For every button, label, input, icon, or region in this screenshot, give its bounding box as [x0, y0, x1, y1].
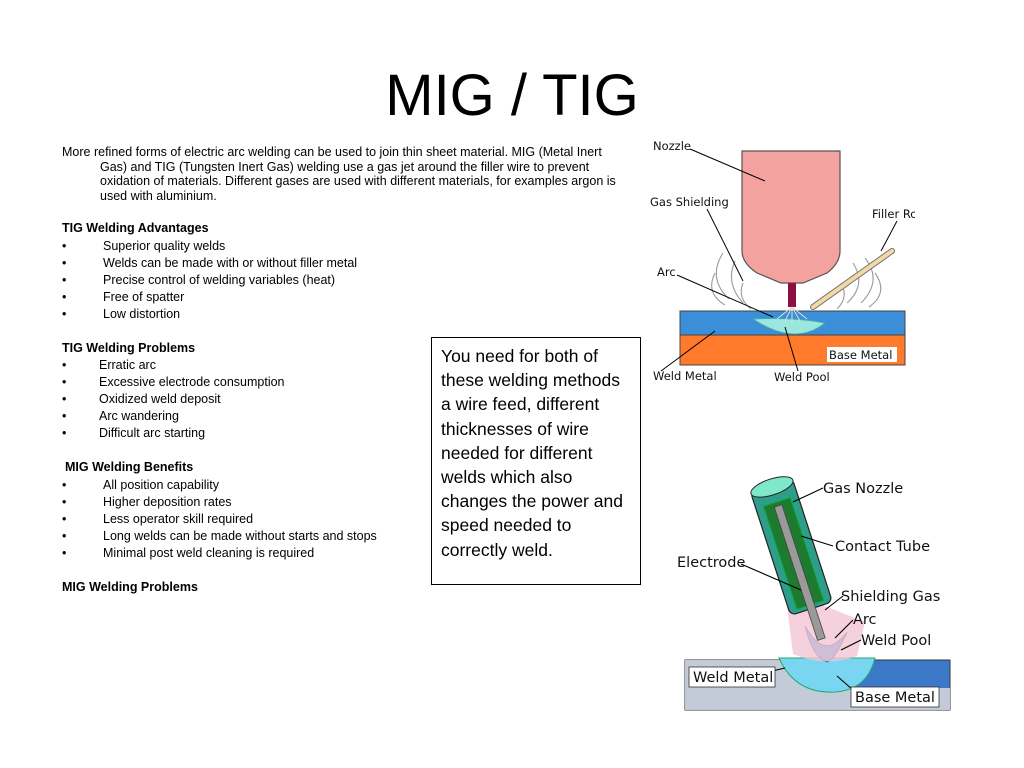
bullet-icon: •: [62, 289, 67, 304]
bullet-icon: •: [62, 494, 67, 509]
tig-filler-rod-fill: [811, 249, 894, 309]
mig-gas-nozzle-top: [750, 476, 794, 498]
mig-benefits-list: •All position capability •Higher deposit…: [62, 477, 622, 562]
tig-leader-lines: [660, 148, 898, 372]
list-item: •Welds can be made with or without fille…: [62, 255, 358, 270]
list-item: •Precise control of welding variables (h…: [62, 272, 336, 287]
bullet-icon: •: [62, 392, 67, 407]
tig-label-filler-rod: Filler Rod: [872, 207, 915, 221]
list-item: •Erratic arc: [62, 358, 156, 373]
list-item: •Low distortion: [62, 306, 181, 321]
mig-electrode: [773, 504, 826, 641]
bullet-icon: •: [62, 255, 67, 270]
list-item: •All position capability: [62, 477, 220, 492]
mig-problems-heading: MIG Welding Problems: [62, 579, 198, 594]
list-item: •Difficult arc starting: [62, 426, 206, 441]
tig-nozzle: [741, 150, 841, 284]
mig-benefits-section: MIG Welding Benefits •All position capab…: [62, 459, 622, 562]
list-item: •Less operator skill required: [62, 511, 254, 526]
mig-label-shielding-gas: Shielding Gas: [841, 589, 940, 605]
bullet-icon: •: [62, 375, 67, 390]
tig-arc: [776, 306, 808, 323]
mig-weld-metal: [778, 657, 876, 693]
mig-label-gas-nozzle: Gas Nozzle: [823, 481, 903, 497]
list-item: •Higher deposition rates: [62, 494, 232, 509]
tig-label-nozzle: Nozzle: [653, 139, 691, 153]
bullet-icon: •: [62, 545, 67, 560]
tig-electrode: [788, 283, 796, 307]
intro-paragraph: More refined forms of electric arc weldi…: [62, 145, 616, 203]
bullet-icon: •: [62, 511, 67, 526]
tig-gas-shielding-curves: [711, 252, 882, 310]
bullet-icon: •: [62, 238, 67, 253]
bullet-icon: •: [62, 272, 67, 287]
mig-welding-diagram: Gas Nozzle Contact Tube Electrode Shield…: [677, 476, 951, 711]
mig-torch: [750, 476, 832, 641]
mig-label-weld-pool: Weld Pool: [861, 633, 931, 649]
mig-label-contact-tube: Contact Tube: [835, 539, 930, 555]
bullet-icon: •: [62, 358, 67, 373]
tig-base-metal-label-bg: [827, 347, 897, 362]
list-item: •Oxidized weld deposit: [62, 392, 221, 407]
tig-advantages-section: TIG Welding Advantages •Superior quality…: [62, 220, 622, 323]
mig-label-base-metal: Base Metal: [855, 690, 935, 706]
bullet-icon: •: [62, 409, 67, 424]
tig-label-weld-pool: Weld Pool: [774, 370, 830, 384]
tig-welding-diagram: Nozzle Gas Shielding Filler Rod Arc Base…: [650, 139, 915, 384]
bullet-icon: •: [62, 477, 67, 492]
bullet-icon: •: [62, 528, 67, 543]
mig-label-weld-metal: Weld Metal: [693, 670, 773, 686]
list-item: •Arc wandering: [62, 409, 179, 424]
tig-advantages-list: •Superior quality welds •Welds can be ma…: [62, 238, 622, 323]
list-item: •Long welds can be made without starts a…: [62, 528, 377, 543]
mig-base-metal-label-bg: [850, 686, 940, 708]
tig-problems-list: •Erratic arc •Excessive electrode consum…: [62, 357, 622, 442]
tig-label-base-metal: Base Metal: [829, 348, 892, 362]
list-item: •Free of spatter: [62, 289, 185, 304]
tig-label-gas-shielding: Gas Shielding: [650, 195, 729, 209]
tig-label-arc: Arc: [657, 265, 676, 279]
mig-benefits-heading: MIG Welding Benefits: [65, 460, 194, 475]
mig-label-arc: Arc: [853, 612, 877, 628]
tig-label-weld-metal: Weld Metal: [653, 369, 717, 383]
bullet-icon: •: [62, 426, 67, 441]
list-item: •Excessive electrode consumption: [62, 375, 285, 390]
mig-label-electrode: Electrode: [677, 555, 745, 571]
mig-problems-section: MIG Welding Problems: [62, 579, 622, 597]
bullet-icon: •: [62, 306, 67, 321]
tig-advantages-heading: TIG Welding Advantages: [62, 221, 209, 236]
mig-weld-metal-label-bg: [688, 666, 776, 688]
tig-problems-heading: TIG Welding Problems: [62, 340, 196, 355]
list-item: •Minimal post weld cleaning is required: [62, 545, 315, 560]
tig-problems-section: TIG Welding Problems •Erratic arc •Exces…: [62, 340, 622, 443]
slide-title: MIG / TIG: [385, 63, 639, 128]
list-item: •Superior quality welds: [62, 238, 226, 253]
body-text: More refined forms of electric arc weldi…: [62, 145, 622, 613]
wire-feed-note: You need for both of these welding metho…: [431, 337, 641, 585]
